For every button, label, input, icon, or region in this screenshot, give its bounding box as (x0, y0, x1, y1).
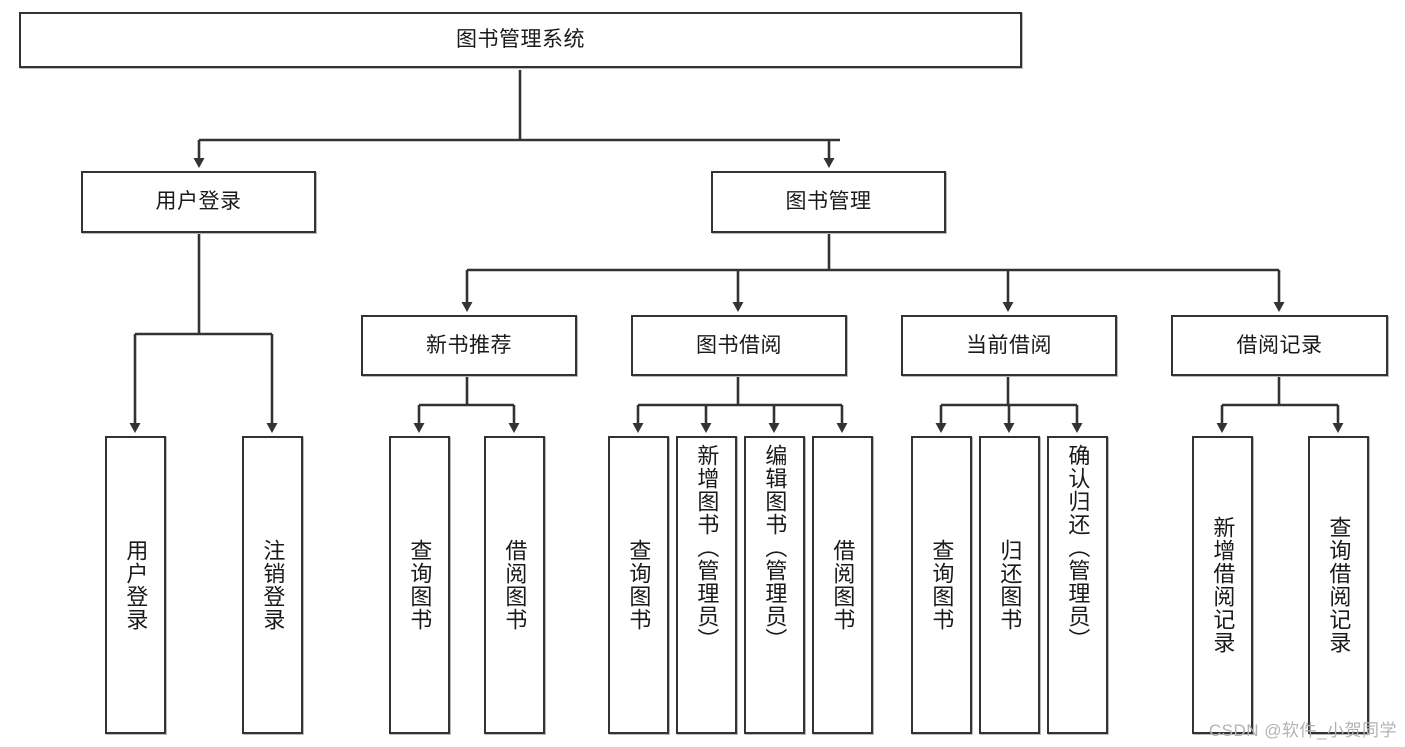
node-label: 注销登录 (260, 539, 286, 631)
node-label: 查询借阅记录 (1326, 516, 1352, 654)
node-label: 查询图书 (407, 539, 433, 631)
node-label: 归还图书 (997, 539, 1023, 631)
node-label: 借阅记录 (1236, 333, 1323, 357)
node-label: 查询图书 (929, 539, 955, 631)
node-label: 图书管理系统 (456, 28, 585, 52)
node-label: 确认归还（管理员） (1065, 444, 1091, 651)
leaf-book-borrow-edit-book-admin[interactable]: 编辑图书（管理员） (744, 436, 805, 734)
node-label: 用户登录 (123, 539, 149, 631)
node-label: 编辑图书（管理员） (762, 444, 788, 651)
node-label: 查询图书 (626, 539, 652, 631)
leaf-user-login-signin[interactable]: 用户登录 (105, 436, 166, 734)
node-label: 借阅图书 (830, 539, 856, 631)
node-current-borrow[interactable]: 当前借阅 (901, 315, 1117, 376)
node-root-book-management-system[interactable]: 图书管理系统 (19, 12, 1022, 68)
leaf-book-borrow-add-book-admin[interactable]: 新增图书（管理员） (676, 436, 737, 734)
leaf-book-borrow-borrow-book[interactable]: 借阅图书 (812, 436, 873, 734)
node-label: 当前借阅 (966, 333, 1052, 357)
leaf-borrow-record-add-record[interactable]: 新增借阅记录 (1192, 436, 1253, 734)
leaf-user-login-signout[interactable]: 注销登录 (242, 436, 303, 734)
leaf-current-borrow-confirm-return-admin[interactable]: 确认归还（管理员） (1047, 436, 1108, 734)
leaf-current-borrow-return-book[interactable]: 归还图书 (979, 436, 1040, 734)
leaf-current-borrow-query-book[interactable]: 查询图书 (911, 436, 972, 734)
node-label: 新增借阅记录 (1210, 516, 1236, 654)
node-book-borrow[interactable]: 图书借阅 (631, 315, 847, 376)
node-new-book-recommend[interactable]: 新书推荐 (361, 315, 577, 376)
node-book-management[interactable]: 图书管理 (711, 171, 946, 233)
node-label: 图书管理 (785, 190, 872, 214)
watermark-text: CSDN @软件_小贺同学 (1208, 721, 1397, 740)
node-label: 新书推荐 (426, 333, 512, 357)
leaf-book-borrow-query-book[interactable]: 查询图书 (608, 436, 669, 734)
node-label: 图书借阅 (696, 333, 782, 357)
node-label: 用户登录 (155, 190, 242, 214)
node-label: 借阅图书 (502, 539, 528, 631)
node-user-login[interactable]: 用户登录 (81, 171, 316, 233)
node-label: 新增图书（管理员） (694, 444, 720, 651)
node-borrow-record[interactable]: 借阅记录 (1171, 315, 1388, 376)
leaf-borrow-record-query-record[interactable]: 查询借阅记录 (1308, 436, 1369, 734)
leaf-new-book-borrow-book[interactable]: 借阅图书 (484, 436, 545, 734)
leaf-new-book-query-book[interactable]: 查询图书 (389, 436, 450, 734)
